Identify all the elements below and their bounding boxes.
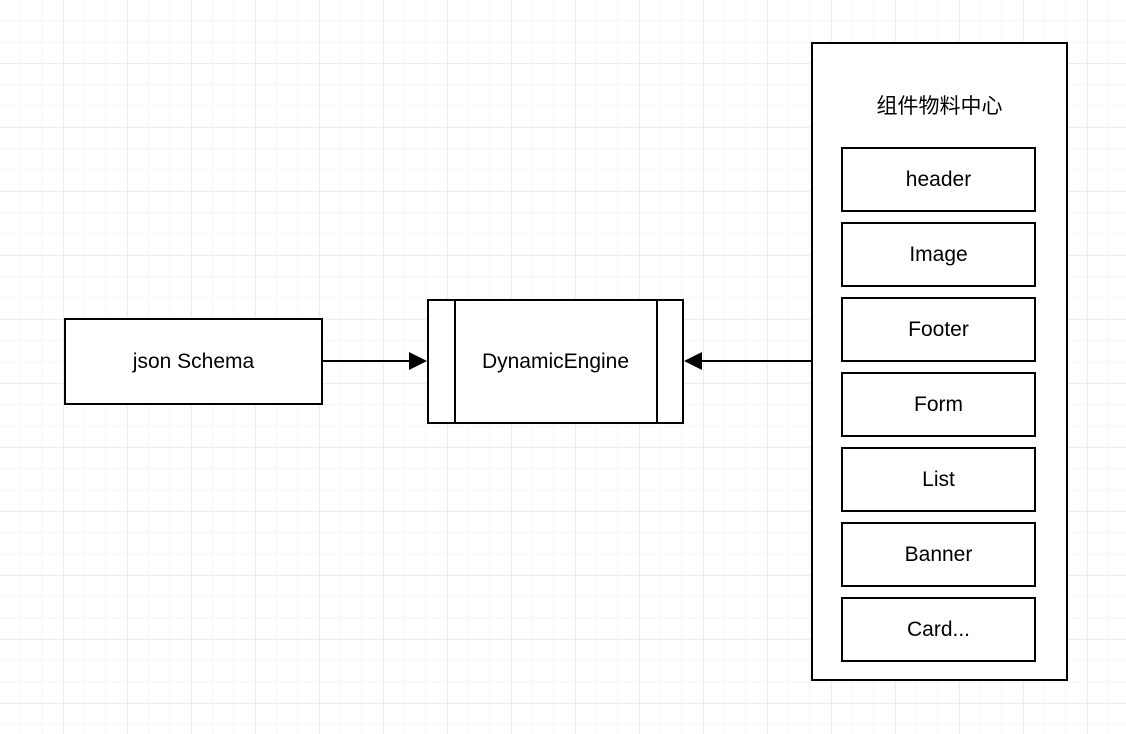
list-item[interactable]: Form: [841, 372, 1036, 437]
edge-material-center-to-engine[interactable]: [697, 360, 811, 362]
node-dynamic-engine[interactable]: DynamicEngine: [427, 299, 684, 424]
arrowhead-right-icon: [409, 352, 427, 370]
list-item[interactable]: Card...: [841, 597, 1036, 662]
list-item[interactable]: List: [841, 447, 1036, 512]
list-item[interactable]: Footer: [841, 297, 1036, 362]
component-item-label: Form: [914, 392, 963, 416]
component-item-label: header: [905, 167, 972, 191]
node-json-schema[interactable]: json Schema: [64, 318, 323, 405]
node-dynamic-engine-label: DynamicEngine: [481, 349, 630, 373]
list-item[interactable]: Image: [841, 222, 1036, 287]
subroutine-left-rule: [454, 299, 456, 424]
component-item-label: Card...: [906, 617, 971, 641]
component-list: header Image Footer Form List Banner Car…: [841, 147, 1036, 662]
list-item[interactable]: Banner: [841, 522, 1036, 587]
subroutine-right-rule: [656, 299, 658, 424]
material-center-title: 组件物料中心: [876, 95, 1003, 118]
edge-schema-to-engine[interactable]: [322, 360, 415, 362]
component-item-label: Image: [909, 242, 968, 266]
component-item-label: Footer: [908, 317, 969, 341]
arrowhead-left-icon: [684, 352, 702, 370]
component-item-label: List: [922, 467, 955, 491]
node-material-center-panel[interactable]: 组件物料中心 header Image Footer Form List Ban…: [811, 42, 1068, 681]
component-item-label: Banner: [904, 542, 973, 566]
list-item[interactable]: header: [841, 147, 1036, 212]
node-json-schema-label: json Schema: [132, 349, 255, 373]
